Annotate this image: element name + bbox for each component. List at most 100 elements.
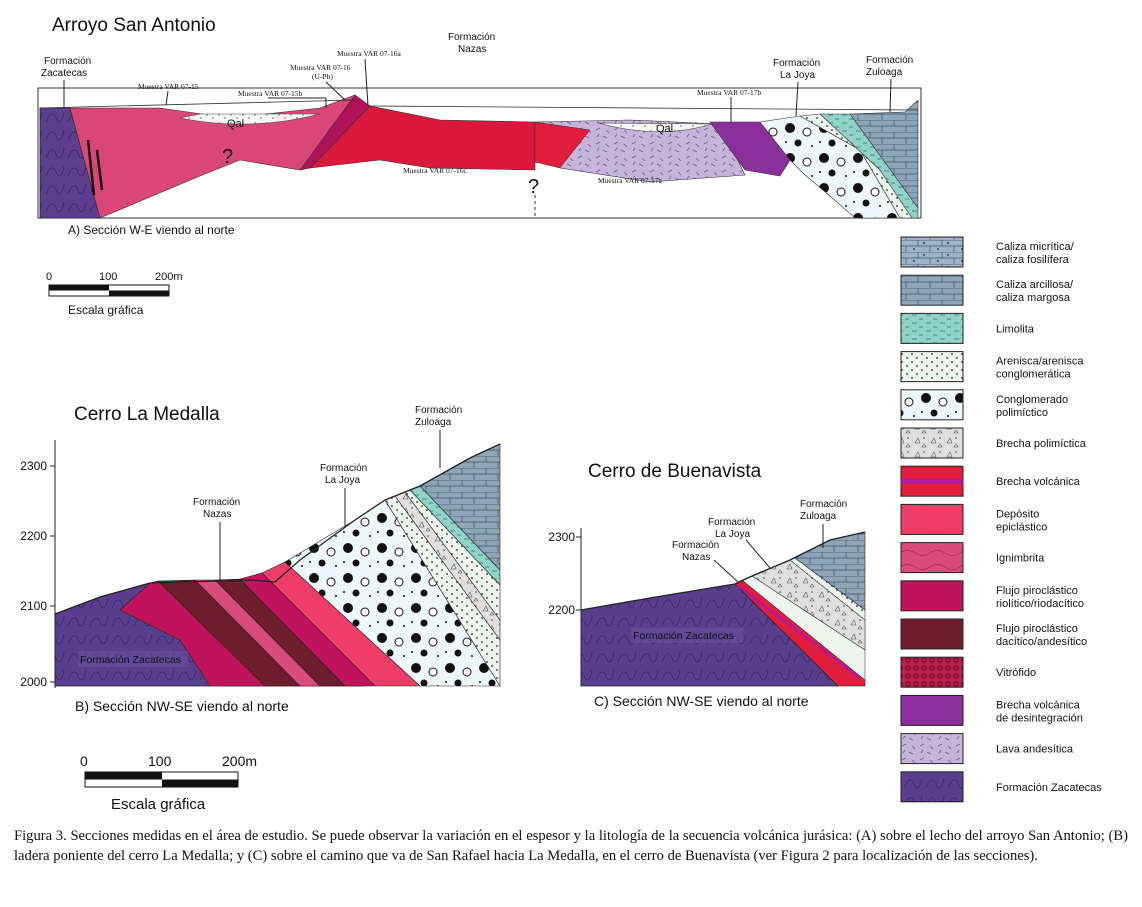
legend-swatch	[900, 503, 964, 535]
legend-swatch	[900, 733, 964, 765]
legend-label: caliza margosa	[996, 292, 1071, 304]
legend-label: Caliza arcillosa/	[996, 279, 1074, 291]
legend-label: Brecha polimíctica	[996, 438, 1087, 450]
legend-label: riolítico/riodacítico	[996, 598, 1084, 610]
legend-label: Brecha volcánica	[996, 699, 1081, 711]
label-lajoya-c-1: Formación	[708, 517, 755, 528]
legend-swatch	[900, 389, 964, 421]
label-lajoya-c-2: La Joya	[715, 529, 750, 540]
section-c: Cerro de Buenavista 2300 2200 Formación …	[548, 461, 866, 709]
legend-item: Lava andesítica	[900, 733, 1074, 765]
legend-label: Ignimbrita	[996, 553, 1045, 565]
sample-16c: Muestra VAR 07-16c	[403, 166, 468, 175]
section-b-title: Cerro La Medalla	[74, 404, 220, 425]
label-nazas-c-2: Nazas	[682, 552, 710, 563]
legend-label: Flujo piroclástico	[996, 585, 1078, 597]
label-zacatecas-a-1: Formación	[44, 56, 91, 67]
section-b-labels: Formación Nazas Formación La Joya Formac…	[78, 405, 462, 667]
section-c-y-ticks: 2300 2200	[548, 530, 581, 617]
label-nazas-c-1: Formación	[672, 540, 719, 551]
label-zacatecas-a-2: Zacatecas	[41, 68, 87, 79]
scale-bar-a: 0 100 200m Escala gráfica	[46, 271, 183, 317]
scale-bar-b: 0 100 200m Escala gráfica	[80, 753, 257, 813]
label-zuloaga-c-1: Formación	[800, 499, 847, 510]
legend-label: Vitrófido	[996, 667, 1036, 679]
legend-label: Formación Zacatecas	[996, 782, 1102, 794]
b-tick-2000: 2000	[20, 675, 47, 689]
legend-item: Vitrófido	[900, 656, 1036, 688]
section-a-sample-labels: Muestra VAR 07-15 Muestra VAR 07-15b Mue…	[138, 49, 762, 185]
legend-swatch-band	[901, 478, 963, 484]
legend-swatch	[900, 312, 964, 344]
label-zacatecas-c: Formación Zacatecas	[633, 630, 734, 642]
legend-label: conglomerática	[996, 369, 1071, 381]
section-a-title: Arroyo San Antonio	[52, 15, 216, 36]
scale-a-tick-200: 200m	[155, 271, 183, 283]
sample-17a: Muestra VAR 07-17a	[598, 176, 663, 185]
scale-a-label: Escala gráfica	[68, 303, 144, 317]
sample-16: Muestra VAR 07-16	[290, 63, 351, 72]
sample-16-upb: (U-Pb)	[312, 72, 333, 81]
section-c-geology	[580, 531, 866, 687]
section-c-labels: Formación Nazas Formación La Joya Formac…	[631, 499, 847, 643]
label-nazas-b-2: Nazas	[203, 509, 231, 520]
section-b: Cerro La Medalla 2300 2200 2100 2000	[20, 404, 501, 813]
section-a-geology	[39, 94, 919, 219]
section-b-y-ticks: 2300 2200 2100 2000	[20, 459, 55, 689]
legend-label: de desintegración	[996, 712, 1083, 724]
legend-swatch	[900, 542, 964, 574]
legend-label: Arenisca/arenisca	[996, 356, 1084, 368]
label-zuloaga-b-1: Formación	[415, 405, 462, 416]
label-nazas-a-2: Nazas	[458, 44, 486, 55]
label-zuloaga-b-2: Zuloaga	[415, 417, 452, 428]
legend-label: Caliza micrítica/	[996, 241, 1075, 253]
legend-swatch	[900, 236, 964, 268]
sample-15: Muestra VAR 07-15	[138, 82, 199, 91]
legend-swatch	[900, 351, 964, 383]
legend-item: Caliza micrítica/caliza fosilífera	[900, 236, 1075, 268]
legend-swatch	[900, 618, 964, 650]
scale-b-tick-100: 100	[148, 753, 172, 769]
section-a-frame	[37, 87, 922, 219]
legend-swatch	[900, 694, 964, 726]
legend-swatch	[900, 771, 964, 803]
legend-label: dacítico/andesítico	[996, 636, 1087, 648]
sample-17b: Muestra VAR 07-17b	[697, 88, 762, 97]
legend-item: Caliza arcillosa/caliza margosa	[900, 274, 1074, 306]
section-c-title: Cerro de Buenavista	[588, 461, 762, 482]
legend-label: Depósito	[996, 508, 1039, 520]
sample-15b: Muestra VAR 07-15b	[238, 89, 303, 98]
c-tick-2300: 2300	[548, 530, 575, 544]
scale-b-tick-200: 200m	[222, 753, 257, 769]
legend-label: Conglomerado	[996, 394, 1068, 406]
legend-item: Brecha polimíctica	[900, 427, 1087, 459]
label-lajoya-a-1: Formación	[773, 58, 820, 69]
scale-b-tick-0: 0	[80, 753, 88, 769]
legend: Caliza micrítica/caliza fosilíferaCaliza…	[900, 236, 1102, 803]
sample-16a: Muestra VAR 07-16a	[337, 49, 402, 58]
section-a-caption: A) Sección W-E viendo al norte	[68, 223, 235, 237]
b-tick-2300: 2300	[20, 459, 47, 473]
figure-canvas: Arroyo San Antonio Qal Qal ? ? Formación	[20, 15, 1102, 813]
c-tick-2200: 2200	[548, 603, 575, 617]
legend-label: Brecha volcánica	[996, 476, 1081, 488]
legend-label: caliza fosilífera	[996, 254, 1070, 266]
question-mark-right: ?	[528, 176, 539, 198]
legend-item: Limolita	[900, 312, 1035, 344]
qal-label-left: Qal	[227, 118, 244, 130]
legend-item: Formación Zacatecas	[900, 771, 1102, 803]
label-nazas-b-1: Formación	[193, 497, 240, 508]
legend-label: epiclástico	[996, 521, 1047, 533]
scale-a-tick-100: 100	[99, 271, 117, 283]
legend-label: Limolita	[996, 323, 1035, 335]
section-b-caption: B) Sección NW-SE viendo al norte	[75, 698, 289, 714]
label-zuloaga-c-2: Zuloaga	[800, 511, 837, 522]
section-c-caption: C) Sección NW-SE viendo al norte	[594, 693, 809, 709]
figure-caption: Figura 3. Secciones medidas en el área d…	[14, 828, 1128, 864]
b-tick-2100: 2100	[20, 599, 47, 613]
